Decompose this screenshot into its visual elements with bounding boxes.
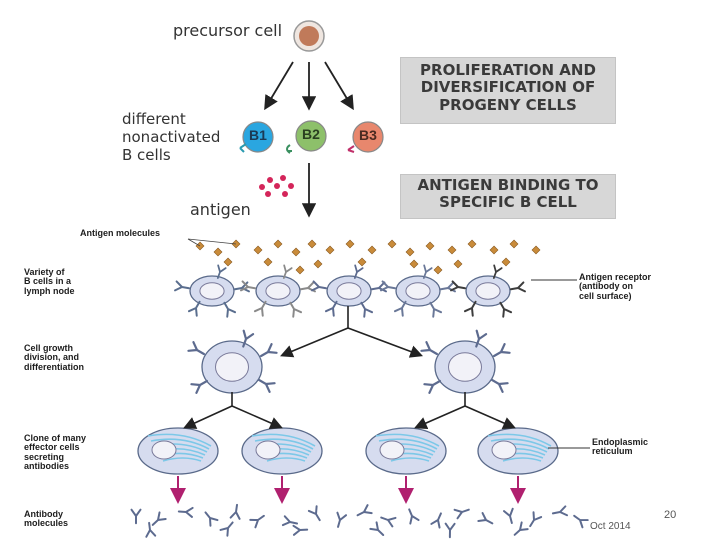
antigen-molecule (453, 259, 463, 269)
antigen-molecule (273, 239, 283, 249)
antibody-molecule (573, 514, 589, 529)
antigen-molecule (387, 239, 397, 249)
antigen-molecule (357, 257, 367, 267)
b2-label: B2 (302, 126, 320, 142)
b-cell (380, 264, 456, 318)
pointer-lines (531, 279, 590, 449)
precursor-cell (293, 20, 325, 52)
antibody-molecule (292, 524, 309, 536)
b-cell (450, 264, 526, 318)
b-cell (311, 264, 387, 318)
antigen-label: antigen (190, 200, 251, 219)
antigen-molecule (409, 259, 419, 269)
antibody-molecule (513, 521, 529, 536)
variety-label: Variety of B cells in a lymph node (24, 267, 75, 296)
antibody-molecule (380, 516, 397, 528)
antigen-dots (259, 175, 294, 197)
clone-label: Clone of many effector cells secreting a… (24, 433, 87, 472)
antigen-binding-box: ANTIGEN BINDING TO SPECIFIC B CELL (400, 174, 616, 219)
antigen-molecules (195, 239, 541, 275)
antibody-molecules-label: Antibody molecules (24, 509, 69, 529)
antigen-molecule (253, 245, 263, 255)
top-arrows (264, 61, 354, 218)
antigen-receptor-label: Antigen receptor (antibody on cell surfa… (579, 272, 652, 301)
b1-label: B1 (249, 127, 267, 143)
b1-cell (239, 121, 274, 153)
effector-cell (137, 427, 219, 504)
antigen-molecule (213, 247, 223, 257)
antigen-molecule (433, 265, 443, 275)
antibody-molecule (151, 511, 167, 526)
antibody-molecules (130, 503, 589, 539)
antibody-molecule (444, 522, 456, 539)
endoplasmic-reticulum-label: Endoplasmic reticulum (592, 437, 649, 457)
cell-growth-label: Cell growth division, and differentiatio… (24, 343, 84, 372)
antibody-molecule (204, 511, 219, 527)
antibody-molecule (477, 512, 494, 525)
growing-b-cell (420, 329, 511, 394)
antibody-molecule (369, 521, 385, 536)
proliferation-box: PROLIFERATION AND DIVERSIFICATION OF PRO… (400, 57, 616, 124)
branch-arrows (183, 306, 516, 430)
b2-cell (286, 120, 327, 154)
antibody-molecule (336, 511, 348, 528)
antibody-molecule (281, 515, 299, 527)
precursor-cell-label: precursor cell (173, 21, 283, 40)
antibody-molecule (145, 521, 157, 538)
effector-cell (365, 427, 447, 504)
antigen-molecule (291, 247, 301, 257)
page-number: 20 (664, 509, 677, 521)
antigen-molecule (531, 245, 541, 255)
antigen-molecule (447, 245, 457, 255)
antibody-molecule (529, 511, 543, 528)
antibody-molecule (219, 521, 234, 537)
b3-label: B3 (359, 127, 377, 143)
growing-b-cell (187, 329, 278, 394)
antibody-molecule (177, 506, 194, 518)
effector-cells (137, 427, 559, 504)
antigen-leader-lines (187, 238, 237, 247)
antigen-molecule (501, 257, 511, 267)
antigen-molecules-label: Antigen molecules (80, 228, 161, 238)
antigen-molecule (467, 239, 477, 249)
antigen-molecule (263, 257, 273, 267)
antibody-molecule (551, 505, 569, 517)
antibody-molecule (430, 512, 442, 529)
antigen-molecule (223, 257, 233, 267)
antibody-molecule (307, 505, 321, 522)
b-cell (240, 264, 316, 318)
effector-cell (477, 427, 559, 504)
footer-date: Oct 2014 (590, 521, 631, 532)
effector-cell (241, 427, 323, 504)
b3-cell (347, 121, 384, 153)
antibody-molecule (408, 508, 420, 525)
antigen-molecule (313, 259, 323, 269)
lymph-node-b-cells (174, 264, 526, 318)
antibody-molecule (130, 508, 142, 525)
nonactivated-b-cells-label: different nonactivated B cells (122, 110, 221, 164)
antigen-molecule (295, 265, 305, 275)
antigen-molecule (425, 241, 435, 251)
antigen-molecule (325, 245, 335, 255)
antigen-molecule (345, 239, 355, 249)
antibody-molecule (249, 514, 265, 529)
antibody-molecule (453, 508, 470, 520)
antigen-molecule (509, 239, 519, 249)
b-cell (174, 264, 250, 318)
antigen-molecule (405, 247, 415, 257)
antigen-molecule (367, 245, 377, 255)
dividing-cells (187, 329, 511, 394)
antibody-molecule (356, 504, 373, 517)
antigen-molecule (489, 245, 499, 255)
antigen-molecule (307, 239, 317, 249)
antibody-molecule (229, 503, 241, 520)
antibody-molecule (503, 507, 514, 524)
